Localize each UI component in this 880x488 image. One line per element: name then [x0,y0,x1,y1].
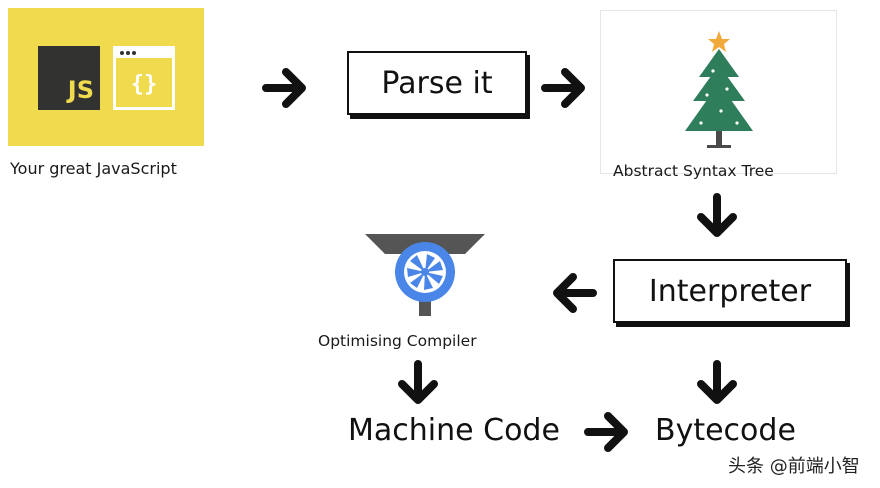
window-dot [132,51,136,55]
ast-caption: Abstract Syntax Tree [613,162,774,180]
braces-glyph: {} [130,71,158,97]
code-window-icon: {} [113,46,175,110]
parse-it-box: Parse it [347,51,527,115]
interpreter-box: Interpreter [613,259,847,323]
ast-panel: Abstract Syntax Tree [600,10,837,180]
christmas-tree-icon [685,31,753,148]
arrow-down-icon [697,193,737,237]
arrow-right-icon [262,68,306,108]
arrow-left-icon [553,273,597,313]
javascript-caption: Your great JavaScript [10,159,177,178]
arrow-down-icon [697,360,737,404]
turbofan-compiler-icon [365,234,485,316]
bytecode-label: Bytecode [655,413,796,448]
machine-code-label: Machine Code [348,413,560,448]
arrow-right-icon [584,412,628,452]
javascript-tile: JS {} [8,8,204,146]
interpreter-label: Interpreter [648,273,812,309]
code-window-titlebar [116,49,172,58]
window-dot [126,51,130,55]
js-badge-text: JS [67,76,94,104]
window-dot [120,51,124,55]
arrow-right-icon [541,68,585,108]
compiler-caption: Optimising Compiler [318,332,477,350]
watermark: 头条 @前端小智 [728,456,860,477]
js-logo-icon: JS [38,46,100,110]
arrow-down-icon [398,360,438,404]
parse-it-label: Parse it [381,65,493,101]
